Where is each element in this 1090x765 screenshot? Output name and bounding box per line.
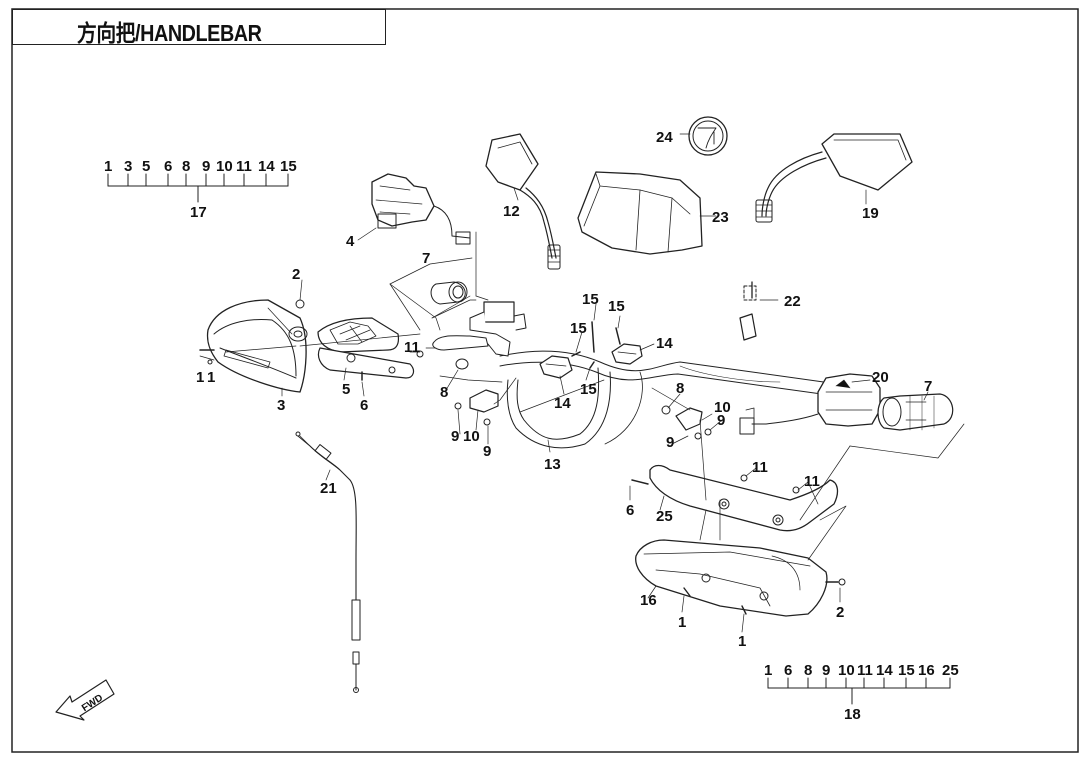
callout-10: 10: [714, 399, 731, 416]
callout-3: 3: [277, 397, 285, 414]
callout-11: 11: [404, 339, 420, 356]
callout-24: 24: [656, 129, 673, 146]
callout-15: 15: [582, 291, 599, 308]
callout-9: 9: [451, 428, 459, 445]
page-title: 方向把/HANDLEBAR: [77, 20, 262, 46]
group-17-part: 14: [258, 158, 275, 175]
callout-6: 6: [360, 397, 368, 414]
left-grip: [430, 281, 468, 305]
group-18-part: 15: [898, 662, 915, 679]
callout-15: 15: [580, 381, 597, 398]
group-17-part: 15: [280, 158, 297, 175]
callout-14: 14: [656, 335, 673, 352]
handlebar-tube: [499, 350, 839, 449]
group-17-part: 10: [216, 158, 233, 175]
group-18-part: 14: [876, 662, 893, 679]
callout-13: 13: [544, 456, 561, 473]
group-17-part: 3: [124, 158, 132, 175]
right-clamp-lower: [661, 405, 712, 440]
callout-1: 1: [678, 614, 686, 631]
callout-4: 4: [346, 233, 355, 250]
group-17-part: 1: [104, 158, 112, 175]
callout-21: 21: [320, 480, 337, 497]
group-18-part: 16: [918, 662, 935, 679]
left-switch-unit: [371, 173, 471, 245]
callout-5: 5: [342, 381, 350, 398]
right-clamp: [611, 343, 643, 365]
fwd-arrow-icon: [55, 679, 115, 721]
callout-19: 19: [862, 205, 879, 222]
group-18-part: 25: [942, 662, 959, 679]
callout-7: 7: [422, 250, 430, 267]
callout-16: 16: [640, 592, 657, 609]
group-18-label: 18: [844, 706, 861, 723]
round-cap: [688, 116, 728, 156]
callout-6: 6: [626, 502, 634, 519]
throttle-cable: [295, 431, 361, 693]
callout-2: 2: [292, 266, 300, 283]
callout-2: 2: [836, 604, 844, 621]
bolts-15: [571, 321, 621, 369]
group-18-part: 10: [838, 662, 855, 679]
callout-1: 1: [738, 633, 746, 650]
callout-20: 20: [872, 369, 889, 386]
callout-8: 8: [676, 380, 684, 397]
title-box: 方向把/HANDLEBAR: [12, 9, 386, 46]
group-18-bracket: [767, 677, 951, 705]
group-17-part: 11: [236, 158, 252, 175]
left-clamp-lower: [454, 358, 499, 426]
callout-10: 10: [463, 428, 480, 445]
group-18-part: 6: [784, 662, 792, 679]
brake-lever-assembly: [432, 301, 527, 357]
left-guard-bracket: [317, 317, 415, 379]
group-17-labels: 1 3 5 6 8 9 10 11 14 15 17: [104, 158, 297, 221]
callout-7: 7: [924, 378, 932, 395]
group-17-part: 8: [182, 158, 190, 175]
right-hand-guard: [635, 539, 846, 617]
callout-23: 23: [712, 209, 729, 226]
group-17-label: 17: [190, 204, 207, 221]
cable-clip: [739, 281, 757, 341]
group-18-labels: 1 6 8 9 10 11 14 15 16 25 18: [764, 662, 959, 723]
group-18-part: 9: [822, 662, 830, 679]
right-grip: [877, 393, 954, 431]
callout-9: 9: [717, 412, 725, 429]
group-18-part: 1: [764, 662, 772, 679]
group-17-part: 6: [164, 158, 172, 175]
right-guard-bracket: [631, 464, 839, 532]
callout-labels: 1 1 1 1 2 2 3 4 5 6 6 7 7 8 8 9 9 9 9 10…: [196, 129, 932, 650]
group-18-part: 11: [857, 662, 873, 679]
callout-25: 25: [656, 508, 673, 525]
callout-15: 15: [570, 320, 587, 337]
callout-12: 12: [503, 203, 520, 220]
callout-8: 8: [440, 384, 448, 401]
left-clamp: [539, 355, 573, 379]
leader-lines: [199, 133, 965, 633]
group-17-part: 9: [202, 158, 210, 175]
callout-1: 1: [196, 369, 204, 386]
group-18-part: 8: [804, 662, 812, 679]
callout-22: 22: [784, 293, 801, 310]
group-17-part: 5: [142, 158, 150, 175]
callout-1: 1: [207, 369, 215, 386]
left-mirror: [485, 133, 561, 270]
right-mirror: [755, 133, 913, 223]
callout-9: 9: [666, 434, 674, 451]
callout-11: 11: [804, 473, 820, 490]
group-17-bracket: [107, 173, 289, 203]
callout-15: 15: [608, 298, 625, 315]
instrument-cover: [577, 171, 703, 255]
callout-9: 9: [483, 443, 491, 460]
right-switch-unit: [739, 373, 881, 435]
sheet-border: [11, 8, 1079, 753]
callout-14: 14: [554, 395, 571, 412]
callout-11: 11: [752, 459, 768, 476]
